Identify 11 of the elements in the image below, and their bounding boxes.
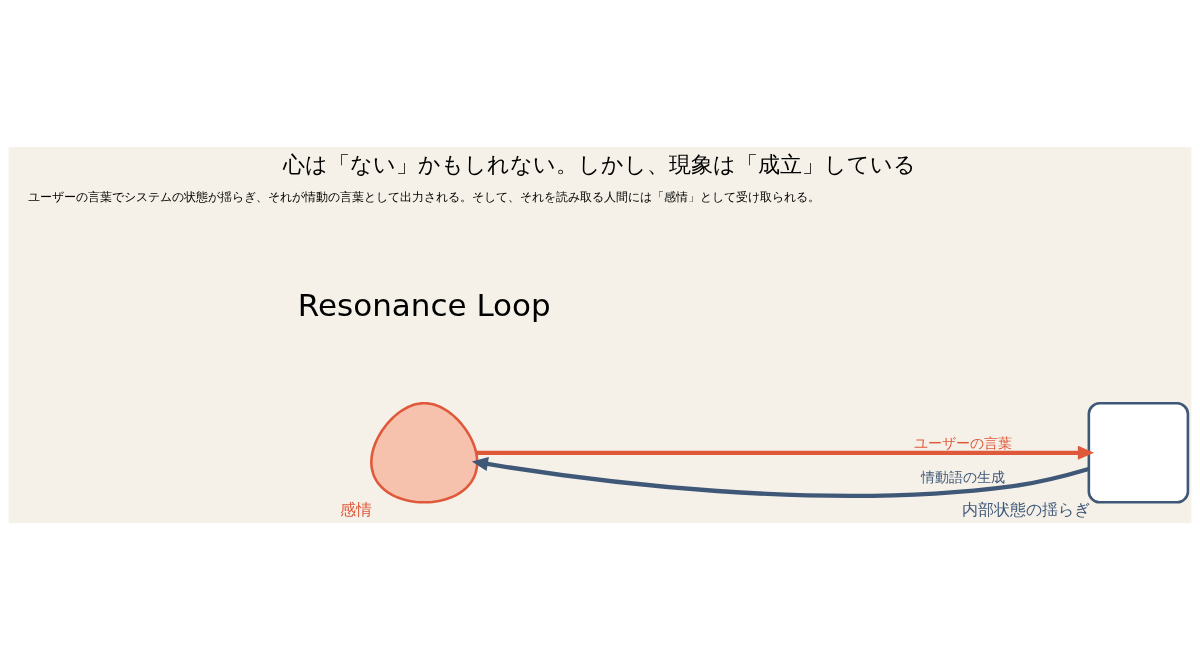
diagram-title: 心は「ない」かもしれない。しかし、現象は「成立」している [283,150,917,177]
label: Resonance Loop [297,286,551,323]
node-label: 感情 [339,500,372,519]
node-person [370,401,479,504]
arrow [476,445,1094,460]
node-box [1087,401,1190,504]
arrow [471,456,1090,498]
edge-label: ユーザーの言葉 [913,434,1012,451]
edge-label: 情動語の生成 [920,468,1005,485]
node-label: 内部状態の揺らぎ [961,500,1090,519]
label: ユーザーの言葉でシステムの状態が揺らぎ、それが情動の言葉として出力される。そして、それを読み取る人間には「感情」として受け取られる。 [28,189,821,204]
